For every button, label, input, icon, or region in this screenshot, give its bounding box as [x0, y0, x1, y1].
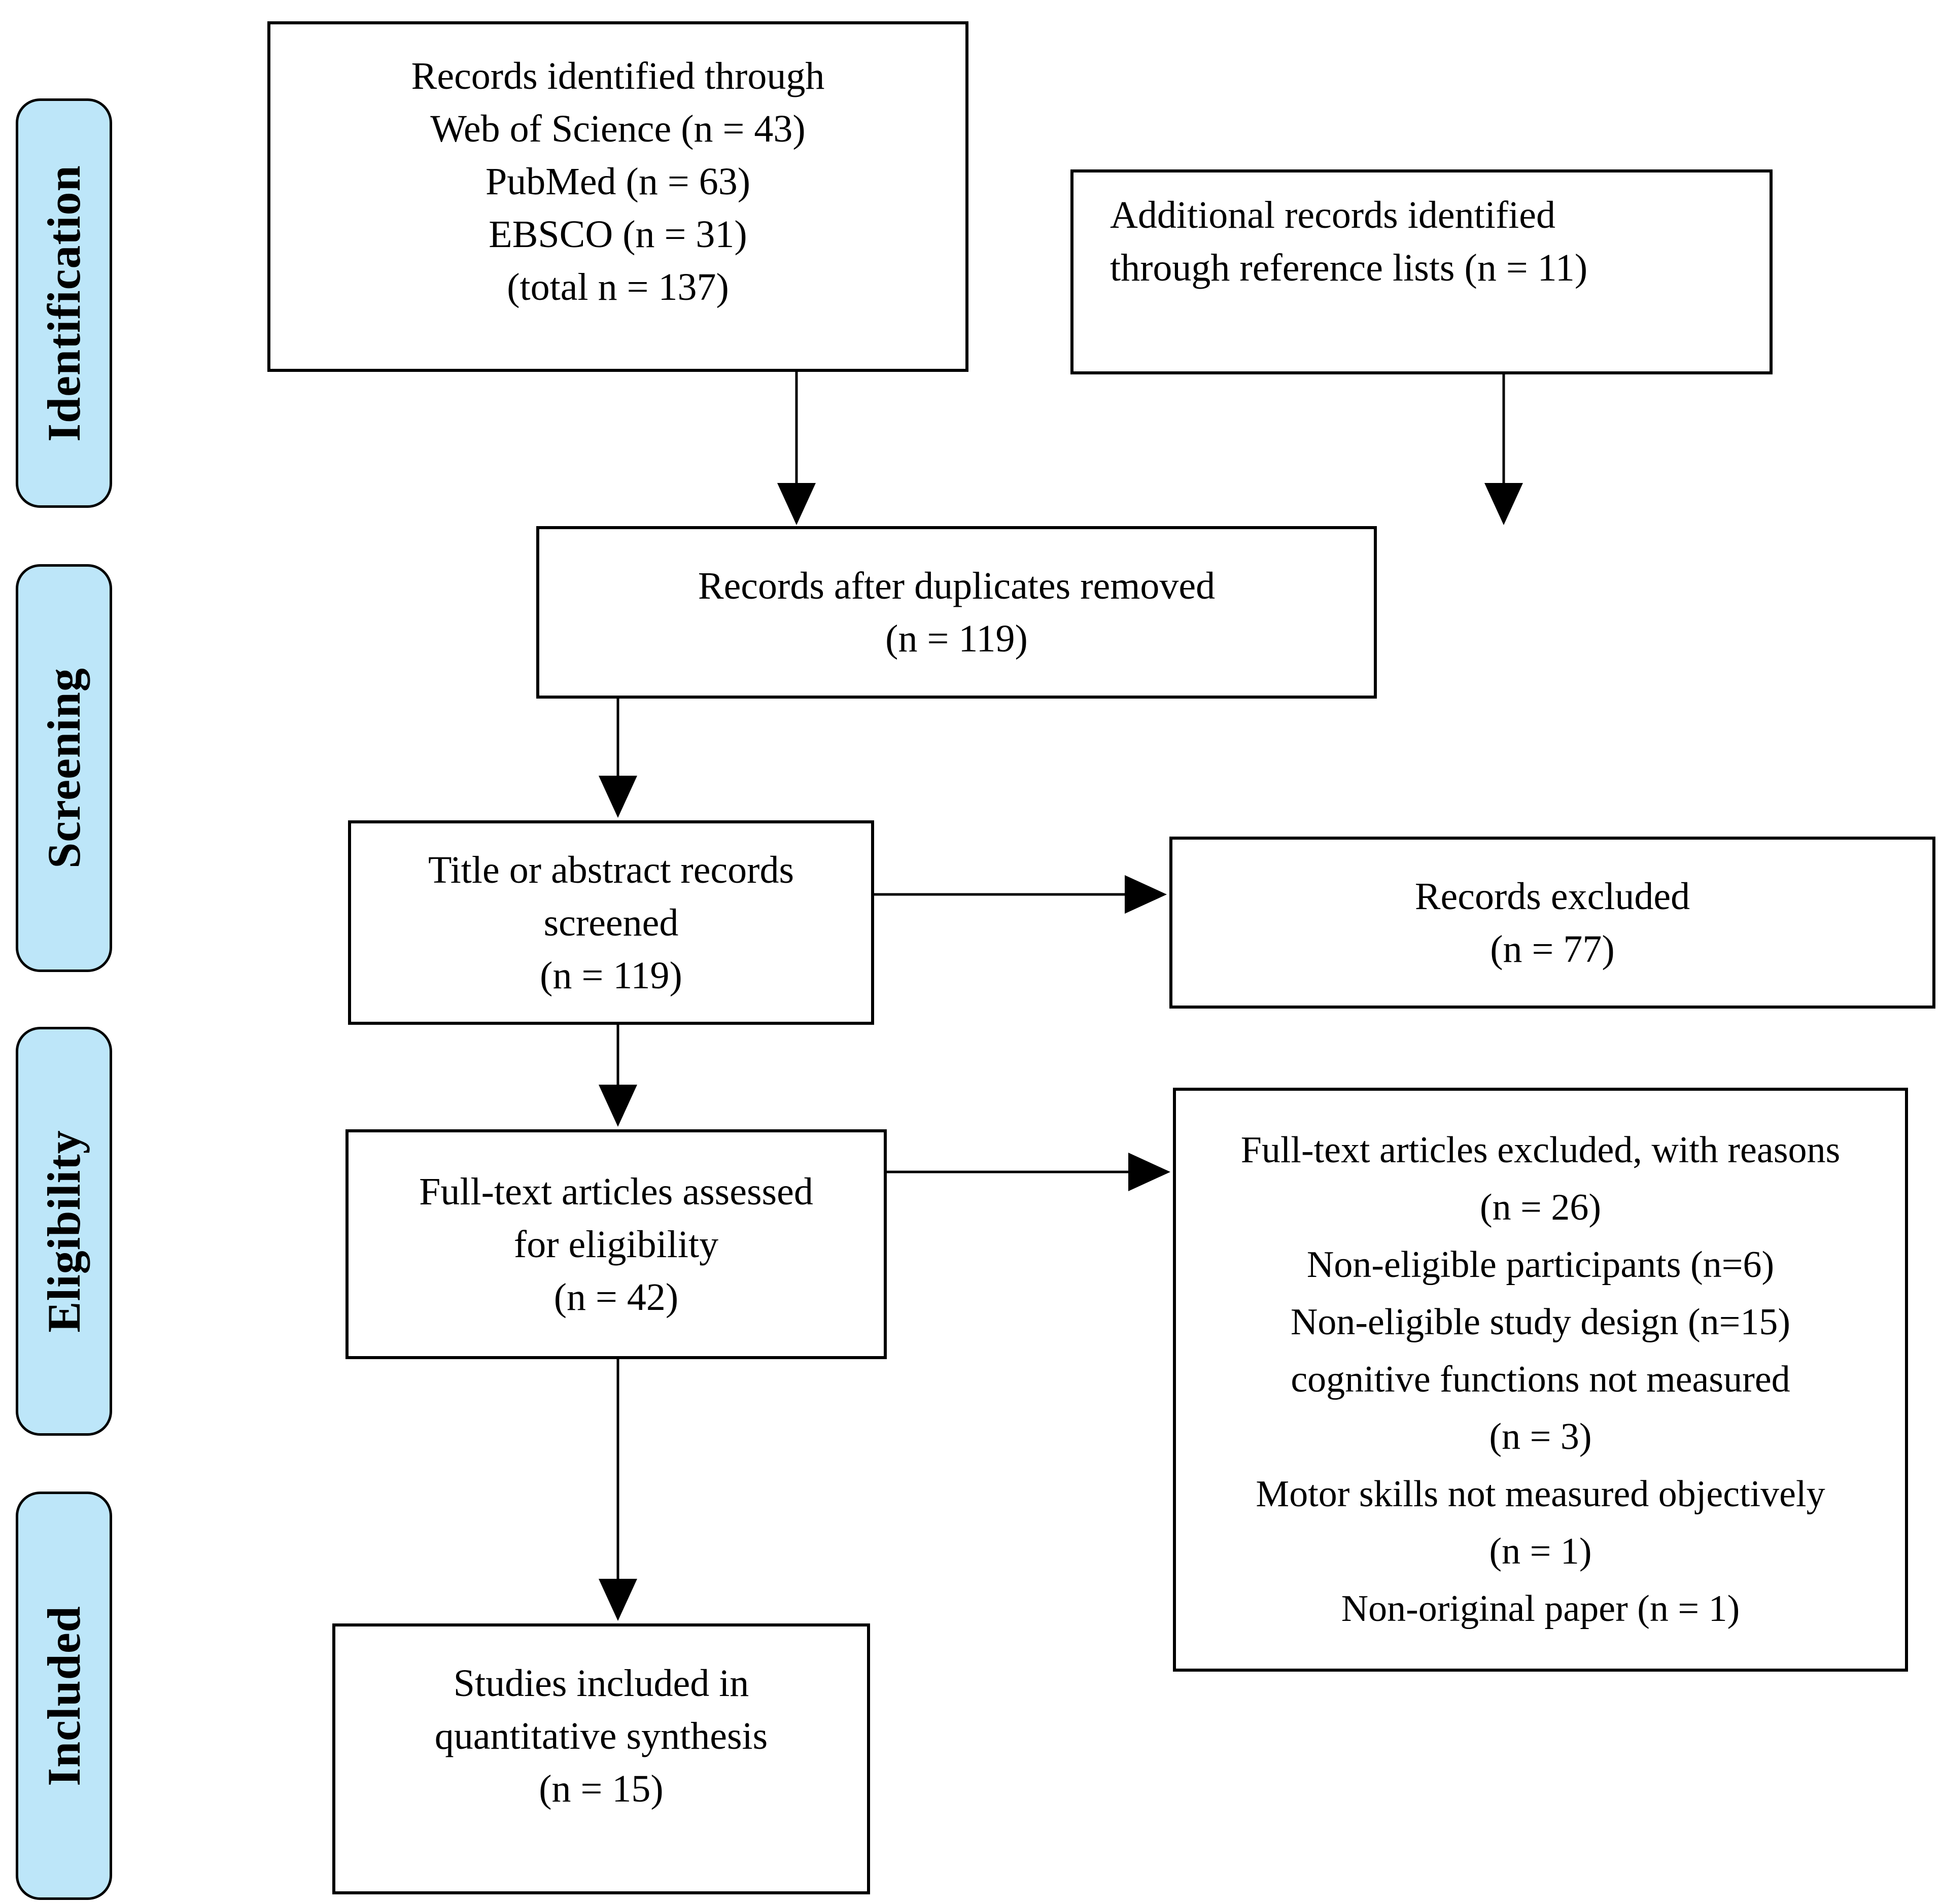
- box-studies-included: Studies included in quantitative synthes…: [332, 1623, 870, 1894]
- stage-label-eligibility-text: Eligibility: [38, 1130, 90, 1333]
- box-duplicates-removed: Records after duplicates removed (n = 11…: [536, 526, 1377, 699]
- box-fulltext-assessed: Full-text articles assessed for eligibil…: [345, 1129, 887, 1359]
- stage-label-included-text: Included: [38, 1605, 90, 1786]
- stage-label-screening: Screening: [16, 564, 112, 972]
- box-fulltext-excluded-line: (n = 26): [1479, 1187, 1602, 1228]
- box-fulltext-excluded-line: (n = 3): [1489, 1416, 1592, 1458]
- box-fulltext-excluded-line: Full-text articles excluded, with reason…: [1240, 1129, 1841, 1171]
- box-duplicates-removed-line: Records after duplicates removed: [698, 565, 1216, 607]
- stage-label-eligibility: Eligibility: [16, 1027, 112, 1436]
- box-records-identified-line: Records identified through: [411, 54, 825, 97]
- box-studies-included-line: (n = 15): [539, 1768, 664, 1810]
- box-fulltext-assessed-line: Full-text articles assessed: [419, 1170, 813, 1213]
- box-fulltext-excluded-line: Motor skills not measured objectively: [1256, 1473, 1825, 1515]
- arrow-screened-to-fulltext-head: [599, 1085, 637, 1127]
- stage-label-identification: Identification: [16, 98, 112, 508]
- box-fulltext-excluded-line: Non-eligible participants (n=6): [1306, 1244, 1775, 1286]
- box-fulltext-excluded-line: (n = 1): [1489, 1531, 1592, 1572]
- box-records-identified-line: EBSCO (n = 31): [489, 213, 747, 256]
- arrow-fulltext-to-reasons-head: [1128, 1153, 1170, 1191]
- box-duplicates-removed-line: (n = 119): [885, 617, 1028, 660]
- box-fulltext-excluded-line: Non-eligible study design (n=15): [1290, 1301, 1791, 1343]
- box-records-identified-line: PubMed (n = 63): [485, 160, 751, 203]
- arrow-deduplicated-to-screened-head: [599, 776, 637, 818]
- stage-label-included: Included: [16, 1492, 112, 1900]
- box-title-abstract-screened: Title or abstract records screened (n = …: [348, 820, 874, 1025]
- box-records-identified-line: (total n = 137): [507, 265, 729, 308]
- box-additional-records-line: Additional records identified: [1110, 194, 1555, 236]
- stage-label-screening-text: Screening: [38, 668, 90, 869]
- box-title-abstract-screened-line: screened: [543, 901, 679, 944]
- arrow-identified-to-deduplicated-head: [777, 483, 816, 525]
- stage-label-identification-text: Identification: [38, 164, 90, 442]
- box-records-excluded-line: Records excluded: [1414, 875, 1690, 918]
- box-records-excluded-line: (n = 77): [1490, 927, 1615, 971]
- box-fulltext-excluded-reasons: Full-text articles excluded, with reason…: [1173, 1088, 1908, 1672]
- box-fulltext-excluded-line: cognitive functions not measured: [1291, 1359, 1790, 1400]
- box-fulltext-excluded-line: Non-original paper (n = 1): [1341, 1588, 1740, 1630]
- arrow-additional-to-deduplicated-head: [1484, 483, 1523, 525]
- box-fulltext-assessed-line: for eligibility: [513, 1223, 719, 1266]
- box-records-identified: Records identified through Web of Scienc…: [267, 21, 968, 372]
- box-title-abstract-screened-line: Title or abstract records: [428, 848, 794, 891]
- box-studies-included-line: Studies included in: [453, 1662, 749, 1705]
- arrow-fulltext-to-included-head: [599, 1579, 637, 1621]
- box-records-excluded: Records excluded (n = 77): [1169, 837, 1935, 1009]
- box-records-identified-line: Web of Science (n = 43): [430, 107, 806, 150]
- arrow-screened-to-excluded-head: [1125, 875, 1167, 914]
- box-additional-records: Additional records identified through re…: [1070, 169, 1773, 374]
- box-additional-records-line: through reference lists (n = 11): [1110, 247, 1588, 289]
- box-fulltext-assessed-line: (n = 42): [553, 1275, 679, 1319]
- box-studies-included-line: quantitative synthesis: [434, 1715, 768, 1757]
- box-title-abstract-screened-line: (n = 119): [540, 954, 682, 997]
